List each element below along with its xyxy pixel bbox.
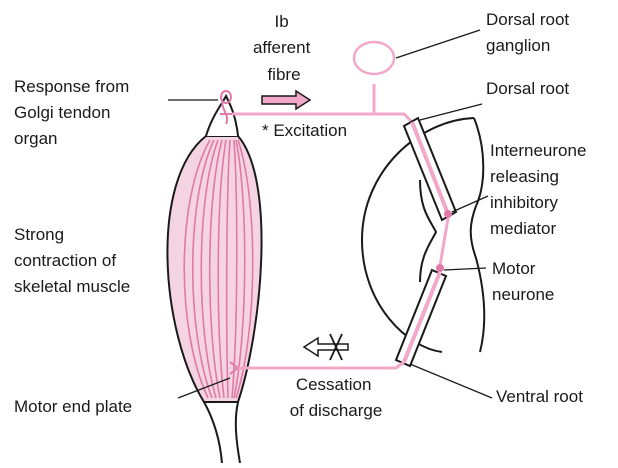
dorsal-root-ganglion (354, 42, 394, 74)
label-ib-afferent: Ib afferent fibre (253, 12, 315, 84)
label-dorsal-root-ganglion: Dorsal root ganglion (486, 10, 574, 55)
crossed-left-arrow-icon (304, 334, 348, 360)
skeletal-muscle (167, 96, 261, 463)
label-cessation: Cessation of discharge (290, 375, 383, 420)
dorsal-root (404, 118, 456, 220)
label-motor-neurone: Motor neurone (492, 259, 554, 304)
label-ventral-root: Ventral root (496, 387, 583, 406)
ib-afferent-fibre (232, 84, 412, 122)
label-strong-contraction: Strong contraction of skeletal muscle (14, 225, 130, 296)
right-arrow-icon (262, 91, 310, 109)
motor-axon (238, 362, 404, 368)
label-motor-end-plate: Motor end plate (14, 397, 132, 416)
label-dorsal-root: Dorsal root (486, 79, 569, 98)
label-response-golgi: Response from Golgi tendon organ (14, 77, 134, 148)
label-interneurone: Interneurone releasing inhibitory mediat… (490, 141, 591, 238)
label-excitation: * Excitation (262, 121, 347, 140)
